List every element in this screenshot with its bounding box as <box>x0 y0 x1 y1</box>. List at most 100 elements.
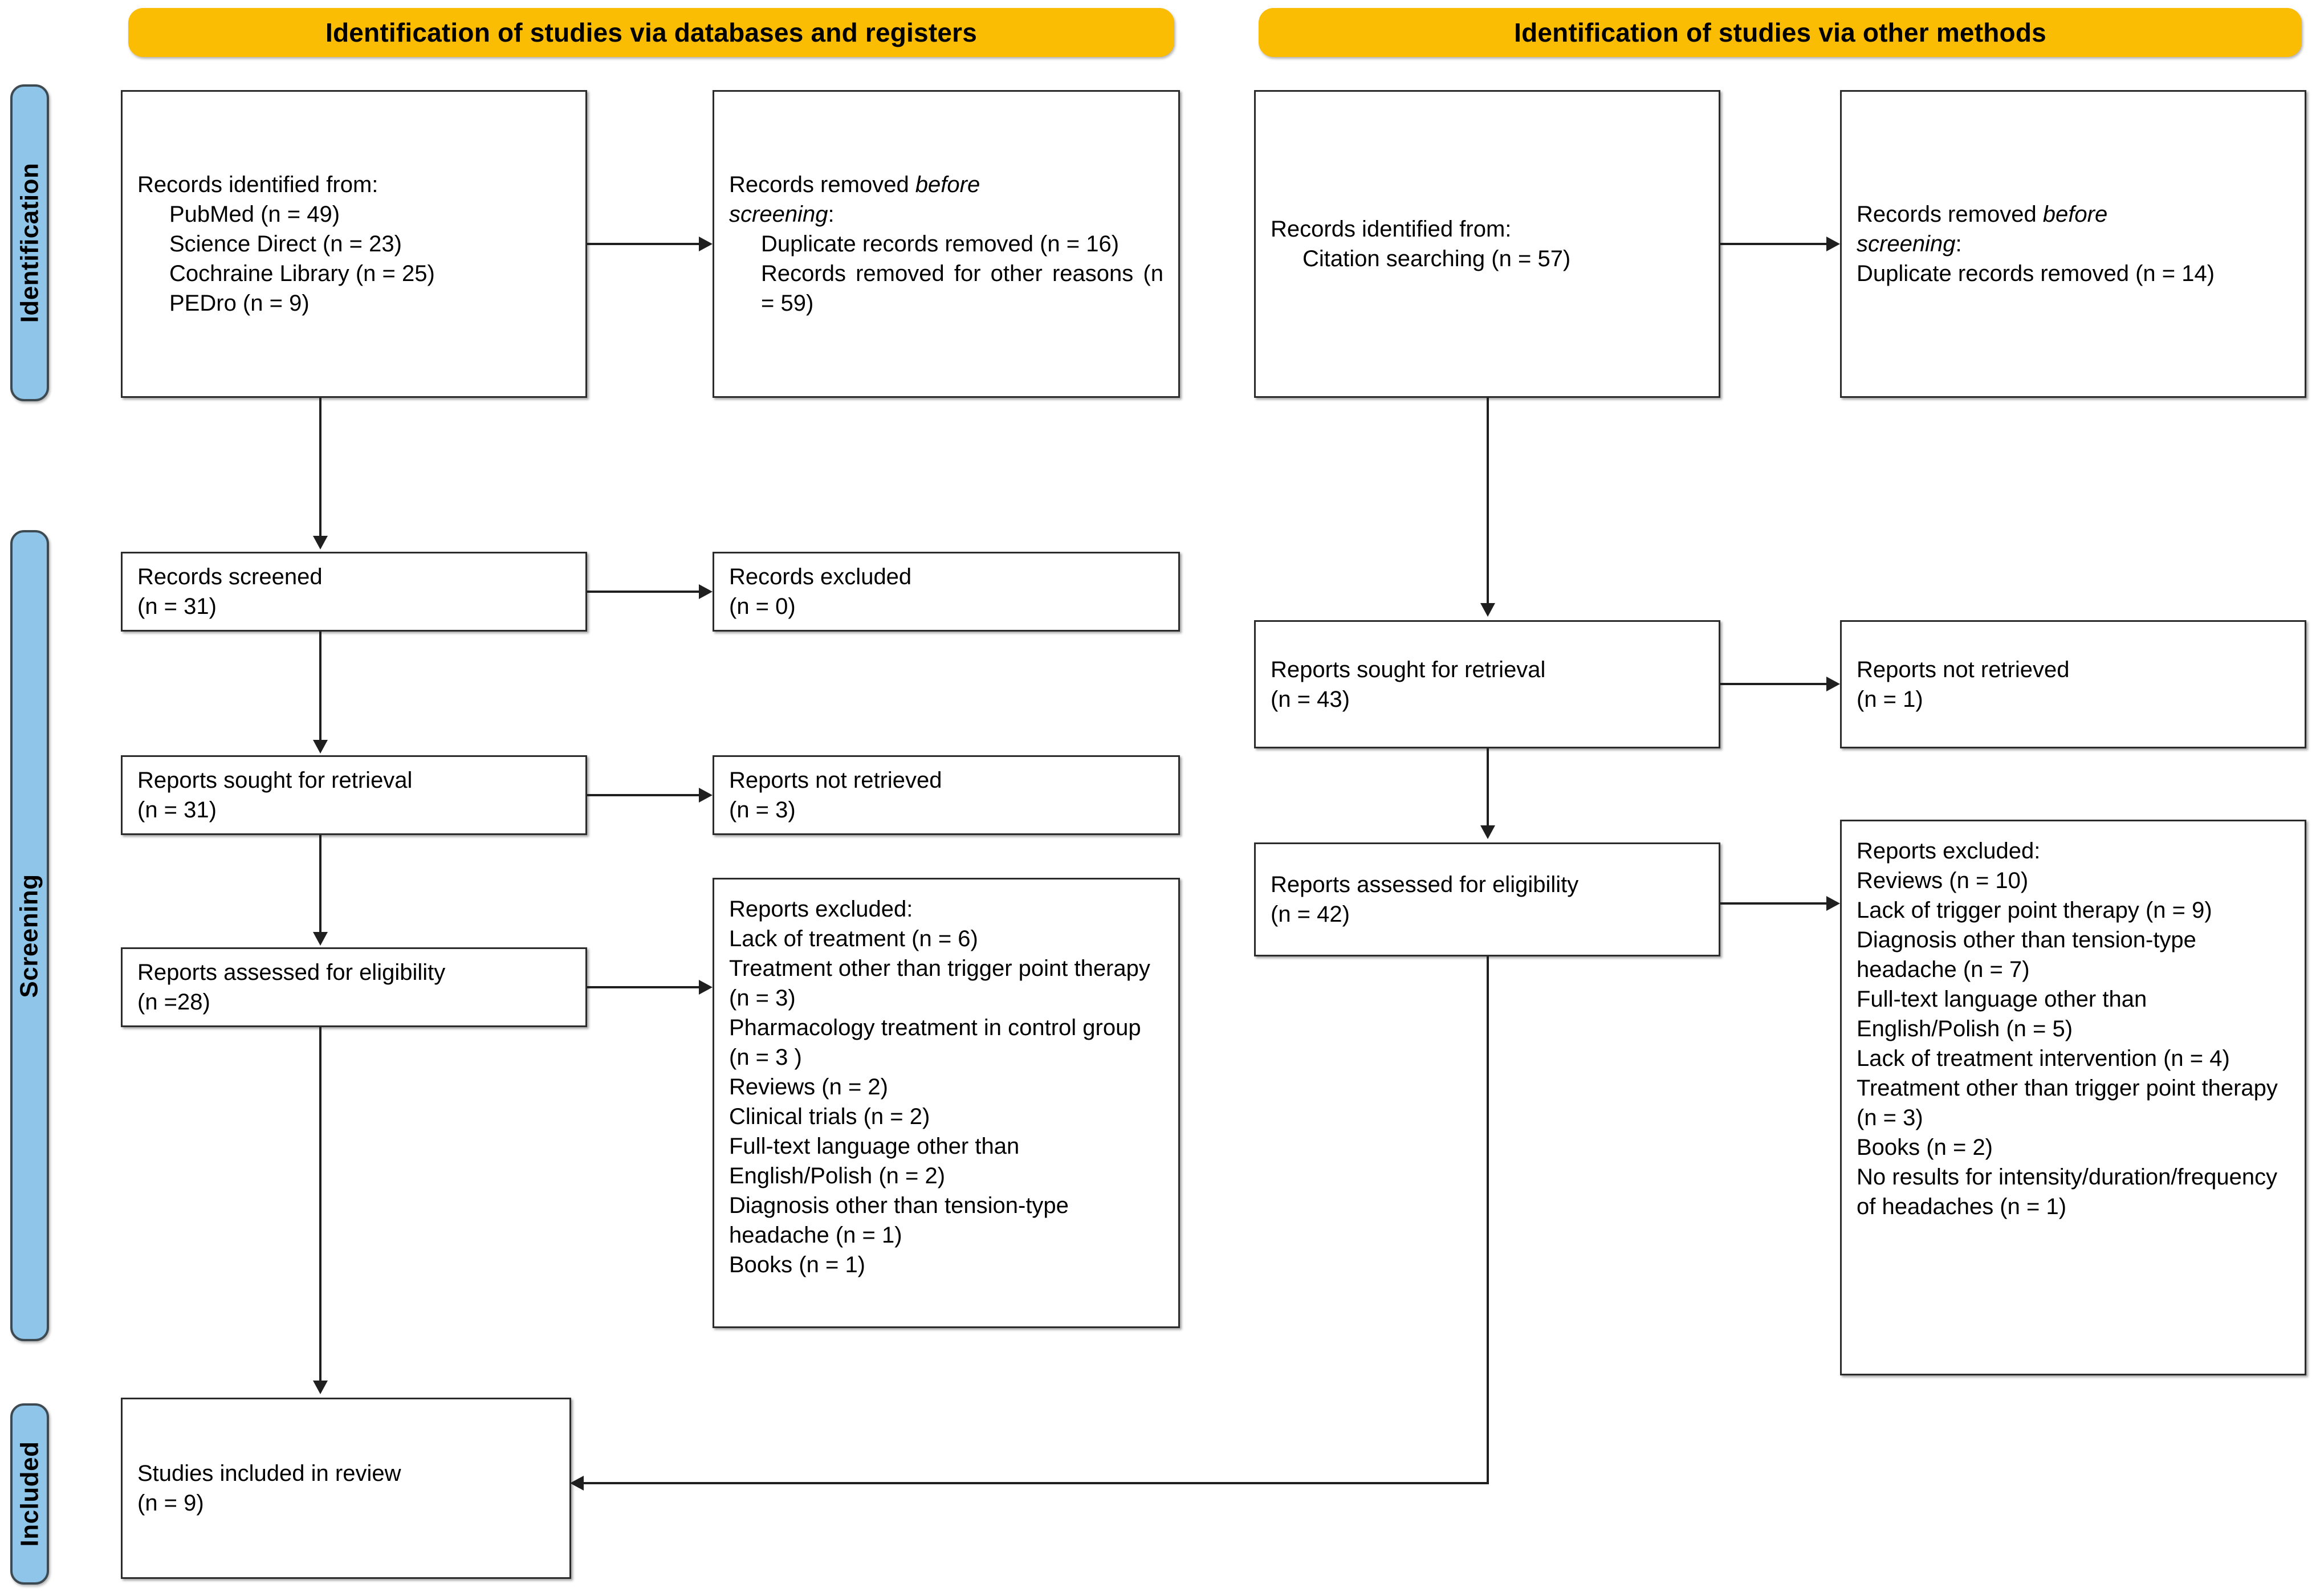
records-identified-title: Records identified from: <box>137 172 378 197</box>
reports-assessed-left-title: Reports assessed for eligibility <box>137 960 446 985</box>
reports-excluded-left-reason-5: Full-text language other than English/Po… <box>729 1134 1020 1188</box>
box-records-screened: Records screened (n = 31) <box>121 552 587 632</box>
reports-assessed-left-count: (n =28) <box>137 990 210 1015</box>
right-removed-line1: Records removed before <box>1857 199 2290 229</box>
reports-not-retrieved-right-title: Reports not retrieved <box>1857 657 2070 682</box>
connector-identified-to-screened <box>319 398 321 536</box>
records-removed-line2-ital: screening <box>729 202 828 227</box>
phase-header-other-methods: Identification of studies via other meth… <box>1259 8 2302 57</box>
connector-identified-to-removed-right <box>1720 243 1826 245</box>
records-removed-line1-ital: before <box>915 172 980 197</box>
reports-excluded-left-reason-3: Reviews (n = 2) <box>729 1074 888 1100</box>
connector-sought-to-not-retrieved-left <box>587 794 699 796</box>
reports-excluded-left-reason-4: Clinical trials (n = 2) <box>729 1104 930 1129</box>
reports-excluded-left-reason-0: Lack of treatment (n = 6) <box>729 926 978 951</box>
records-removed-line2: screening: <box>729 199 1163 229</box>
stage-band-screening: Screening <box>10 530 49 1341</box>
records-excluded-title: Records excluded <box>729 564 912 589</box>
reports-excluded-right-reason-5: Treatment other than trigger point thera… <box>1857 1076 2278 1130</box>
box-studies-included-in-review: Studies included in review (n = 9) <box>121 1398 571 1579</box>
box-records-identified-databases: Records identified from: PubMed (n = 49)… <box>121 90 587 398</box>
connector-identified-to-removed-left <box>587 243 699 245</box>
arrow-sought-to-assessed-left <box>313 932 328 946</box>
reports-excluded-left-reason-2: Pharmacology treatment in control group … <box>729 1015 1141 1070</box>
arrow-sought-to-assessed-right <box>1480 825 1495 839</box>
box-reports-assessed-eligibility-right: Reports assessed for eligibility (n = 42… <box>1254 842 1720 956</box>
right-removed-line1-pre: Records removed <box>1857 202 2043 227</box>
reports-excluded-right-reason-0: Reviews (n = 10) <box>1857 868 2029 893</box>
reports-excluded-right-reason-7: No results for intensity/duration/freque… <box>1857 1165 2278 1219</box>
arrow-sought-to-not-retrieved-left <box>699 788 713 803</box>
reports-assessed-right-count: (n = 42) <box>1271 902 1350 927</box>
records-removed-other-reasons: Records removed for other reasons (n = 5… <box>761 261 1163 316</box>
box-records-removed-before-screening-left: Records removed before screening: Duplic… <box>713 90 1180 398</box>
phase-header-databases-label: Identification of studies via databases … <box>325 18 978 47</box>
reports-sought-left-count: (n = 31) <box>137 797 217 823</box>
box-reports-sought-retrieval-left: Reports sought for retrieval (n = 31) <box>121 755 587 835</box>
arrow-identified-to-sought-right <box>1480 603 1495 617</box>
phase-header-databases: Identification of studies via databases … <box>128 8 1174 57</box>
right-removed-line1-ital: before <box>2042 202 2108 227</box>
reports-excluded-right-title: Reports excluded: <box>1857 838 2041 864</box>
reports-excluded-left-reason-6: Diagnosis other than tension-type headac… <box>729 1193 1069 1248</box>
right-removed-duplicates: Duplicate records removed (n = 14) <box>1857 261 2215 286</box>
records-removed-line1: Records removed before <box>729 170 1163 199</box>
right-identified-item-citation-searching: Citation searching (n = 57) <box>1303 246 1571 271</box>
records-excluded-count: (n = 0) <box>729 594 796 619</box>
box-reports-excluded-left: Reports excluded: Lack of treatment (n =… <box>713 878 1180 1328</box>
reports-sought-right-title: Reports sought for retrieval <box>1271 657 1546 682</box>
reports-excluded-left-reason-1: Treatment other than trigger point thera… <box>729 956 1150 1011</box>
phase-header-other-methods-label: Identification of studies via other meth… <box>1514 18 2046 47</box>
right-identified-title: Records identified from: <box>1271 217 1512 242</box>
arrow-right-assessed-to-included <box>570 1476 584 1491</box>
arrow-screened-to-excluded <box>699 584 713 599</box>
right-removed-line2-ital: screening <box>1857 231 1956 256</box>
records-screened-title: Records screened <box>137 564 323 589</box>
box-reports-assessed-eligibility-left: Reports assessed for eligibility (n =28) <box>121 947 587 1027</box>
reports-sought-left-title: Reports sought for retrieval <box>137 768 413 793</box>
arrow-assessed-to-excluded-right <box>1826 896 1840 911</box>
arrow-screened-to-sought <box>313 740 328 754</box>
connector-identified-to-sought-right <box>1487 398 1489 603</box>
box-reports-not-retrieved-right: Reports not retrieved (n = 1) <box>1840 620 2306 748</box>
reports-not-retrieved-left-count: (n = 3) <box>729 797 796 823</box>
box-records-excluded: Records excluded (n = 0) <box>713 552 1180 632</box>
arrow-identified-to-removed-left <box>699 237 713 251</box>
stage-band-included-label: Included <box>15 1441 43 1547</box>
connector-sought-to-not-retrieved-right <box>1720 683 1826 685</box>
studies-included-title: Studies included in review <box>137 1461 401 1486</box>
reports-excluded-right-reason-2: Diagnosis other than tension-type headac… <box>1857 927 2196 982</box>
connector-screened-to-sought <box>319 632 321 740</box>
right-removed-line2: screening: <box>1857 229 2290 259</box>
records-identified-item-sciencedirect: Science Direct (n = 23) <box>169 231 402 256</box>
connector-right-assessed-to-included-horizontal <box>584 1482 1489 1484</box>
studies-included-count: (n = 9) <box>137 1491 204 1516</box>
records-removed-line2-post: : <box>828 202 835 227</box>
reports-excluded-right-reason-3: Full-text language other than English/Po… <box>1857 987 2147 1041</box>
arrow-assessed-to-excluded-left <box>699 980 713 995</box>
reports-not-retrieved-left-title: Reports not retrieved <box>729 768 942 793</box>
stage-band-included: Included <box>10 1403 49 1585</box>
connector-screened-to-excluded <box>587 591 699 593</box>
arrow-assessed-to-included <box>313 1381 328 1394</box>
stage-band-screening-label: Screening <box>15 873 43 998</box>
box-reports-sought-retrieval-right: Reports sought for retrieval (n = 43) <box>1254 620 1720 748</box>
arrow-sought-to-not-retrieved-right <box>1826 677 1840 691</box>
connector-sought-to-assessed-right <box>1487 748 1489 825</box>
reports-not-retrieved-right-count: (n = 1) <box>1857 686 1923 712</box>
records-identified-item-pedro: PEDro (n = 9) <box>169 291 310 316</box>
reports-excluded-left-reason-7: Books (n = 1) <box>729 1252 866 1277</box>
reports-excluded-right-reason-4: Lack of treatment intervention (n = 4) <box>1857 1046 2230 1071</box>
connector-sought-to-assessed-left <box>319 835 321 932</box>
records-removed-line1-pre: Records removed <box>729 172 915 197</box>
connector-right-assessed-to-included-vertical <box>1487 956 1489 1484</box>
connector-assessed-to-excluded-left <box>587 986 699 988</box>
reports-excluded-right-reason-1: Lack of trigger point therapy (n = 9) <box>1857 898 2212 923</box>
records-screened-count: (n = 31) <box>137 594 217 619</box>
reports-excluded-left-title: Reports excluded: <box>729 897 913 922</box>
box-reports-not-retrieved-left: Reports not retrieved (n = 3) <box>713 755 1180 835</box>
stage-band-identification: Identification <box>10 84 49 401</box>
box-reports-excluded-right: Reports excluded: Reviews (n = 10) Lack … <box>1840 820 2306 1375</box>
arrow-identified-to-removed-right <box>1826 237 1840 251</box>
